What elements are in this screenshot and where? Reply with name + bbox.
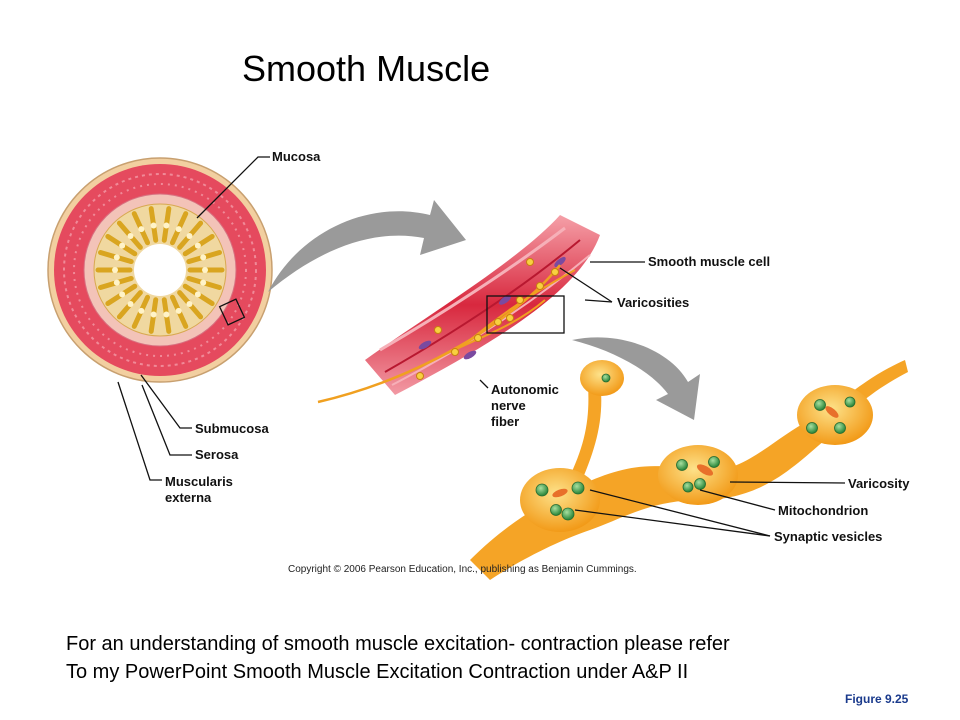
label-muscularis-line2: externa — [165, 490, 212, 505]
smooth-muscle-band — [317, 215, 600, 404]
mucosal-fold-tip — [202, 267, 208, 273]
mucosal-fold-tip — [186, 301, 193, 308]
label-mucosa: Mucosa — [272, 149, 321, 164]
mucosal-fold-tip — [113, 254, 120, 261]
label-autonomic-line3: fiber — [491, 414, 519, 429]
label-mitochondrion: Mitochondrion — [778, 503, 868, 518]
figure-number: Figure 9.25 — [845, 692, 909, 706]
mucosal-fold-tip — [200, 279, 207, 286]
mucosal-fold-tip — [113, 279, 120, 286]
mucosal-fold-tip — [194, 291, 201, 298]
mucosal-fold-tip — [138, 226, 145, 233]
label-varicosities: Varicosities — [617, 295, 689, 310]
magnified-region-box — [218, 298, 246, 326]
magnified-varicosity-box — [486, 295, 565, 334]
label-serosa: Serosa — [195, 447, 239, 462]
mucosal-folds — [95, 206, 225, 334]
mucosal-fold-tip — [186, 232, 193, 239]
label-smooth-muscle-cell: Smooth muscle cell — [648, 254, 770, 269]
caption-line-1: For an understanding of smooth muscle ex… — [66, 633, 730, 655]
mucosal-fold-tip — [138, 307, 145, 314]
mucosal-fold-tip — [119, 242, 126, 249]
caption: For an understanding of smooth muscle ex… — [66, 630, 926, 686]
zoom-arrow-2 — [572, 337, 700, 420]
mucosal-fold-tip — [127, 301, 134, 308]
mucosal-fold-tip — [175, 226, 182, 233]
label-autonomic-line1: Autonomic — [491, 382, 559, 397]
mucosal-fold-tip — [200, 254, 207, 261]
mucosal-fold-tip — [150, 222, 157, 229]
caption-line-2: To my PowerPoint Smooth Muscle Excitatio… — [66, 661, 689, 683]
organ-cross-section — [47, 157, 273, 383]
mucosal-fold-tip — [119, 291, 126, 298]
enlarged-varicosities — [470, 360, 908, 580]
slide-title: Smooth Muscle — [242, 48, 491, 89]
mucosal-fold-tip — [127, 232, 134, 239]
mucosal-fold-tip — [112, 267, 118, 273]
label-varicosity: Varicosity — [848, 476, 910, 491]
mucosal-fold-tip — [175, 307, 182, 314]
label-submucosa: Submucosa — [195, 421, 269, 436]
label-synaptic-vesicles: Synaptic vesicles — [774, 529, 882, 544]
autonomic-nerve-fiber — [317, 264, 561, 404]
mucosal-fold-tip — [163, 222, 170, 229]
label-autonomic-line2: nerve — [491, 398, 526, 413]
zoom-arrow-1 — [268, 200, 466, 292]
label-muscularis-line1: Muscularis — [165, 474, 233, 489]
leader-lines — [117, 156, 846, 537]
mucosal-fold-tip — [150, 311, 157, 318]
mucosal-fold-tip — [194, 242, 201, 249]
mucosal-fold-tip — [163, 311, 170, 318]
copyright-notice: Copyright © 2006 Pearson Education, Inc.… — [288, 564, 637, 575]
